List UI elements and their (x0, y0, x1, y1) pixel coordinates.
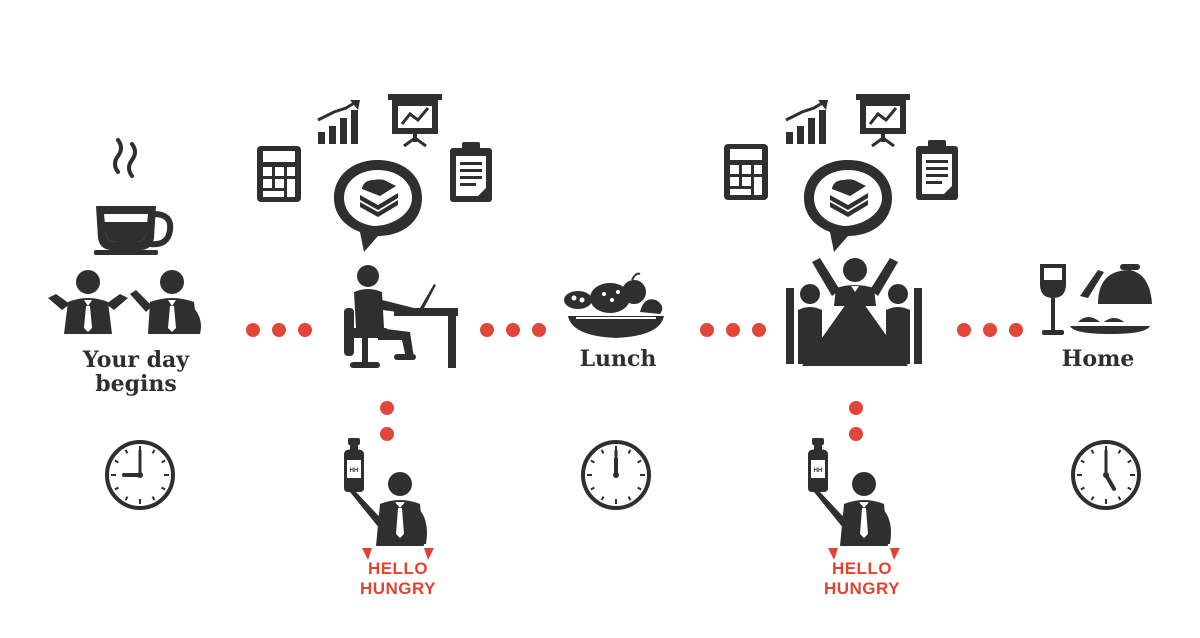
brand-line2: HUNGRY (360, 579, 436, 598)
stage-label-line1: Your day (82, 347, 190, 373)
stage-day-begins: Your day begins (48, 138, 201, 397)
desk-worker-icon (344, 265, 458, 368)
bar-chart-icon (316, 98, 362, 146)
calculator-display: 123 (271, 152, 288, 163)
hello-hungry-logo: HELLO HUNGRY (824, 548, 900, 598)
clock-hour-hand (1104, 473, 1116, 491)
presentation-board-icon (854, 92, 912, 148)
stage-morning-work: 123 HELLO HUNGRY (257, 92, 492, 598)
connector-dots (957, 323, 1023, 337)
sandwich-thought-bubble-icon (334, 160, 422, 252)
connector-dots (480, 323, 546, 337)
clock-icon (1071, 440, 1141, 510)
calculator-icon: 123 (257, 146, 301, 202)
clock-icon (105, 440, 175, 510)
bottle-person-icon (808, 438, 891, 546)
brand-line2: HUNGRY (824, 579, 900, 598)
stage-label-line2: begins (95, 371, 177, 397)
clock-icon (581, 440, 651, 510)
clipboard-icon (450, 142, 492, 202)
clipboard-icon (916, 140, 958, 200)
connector-dots (700, 323, 766, 337)
bar-chart-icon (784, 98, 830, 146)
presentation-board-icon (386, 92, 444, 148)
calculator-display: 123 (738, 150, 755, 161)
bottle-person-icon (344, 438, 427, 546)
stage-lunch: Lunch (564, 272, 664, 372)
two-businessmen-icon (48, 270, 201, 334)
connector-dots-vertical (849, 401, 863, 441)
sandwich-thought-bubble-icon (804, 160, 892, 252)
coffee-cup-icon (94, 138, 174, 255)
calculator-icon: 123 (724, 144, 768, 200)
stage-home: Home (1040, 264, 1152, 372)
brand-line1: HELLO (832, 559, 892, 578)
stage-afternoon-meeting: 123 HELLO HUNGRY (724, 92, 958, 598)
meeting-table-icon (786, 258, 922, 366)
hello-hungry-logo: HELLO HUNGRY (360, 548, 436, 598)
stage-label-line1: Home (1062, 346, 1135, 372)
dinner-cloche-icon (1070, 264, 1152, 334)
connector-dots (246, 323, 312, 337)
brand-line1: HELLO (368, 559, 428, 578)
stage-label-line1: Lunch (580, 346, 657, 372)
food-plate-icon (564, 272, 664, 338)
connector-dots-vertical (380, 401, 394, 441)
wine-glass-icon (1040, 264, 1066, 335)
